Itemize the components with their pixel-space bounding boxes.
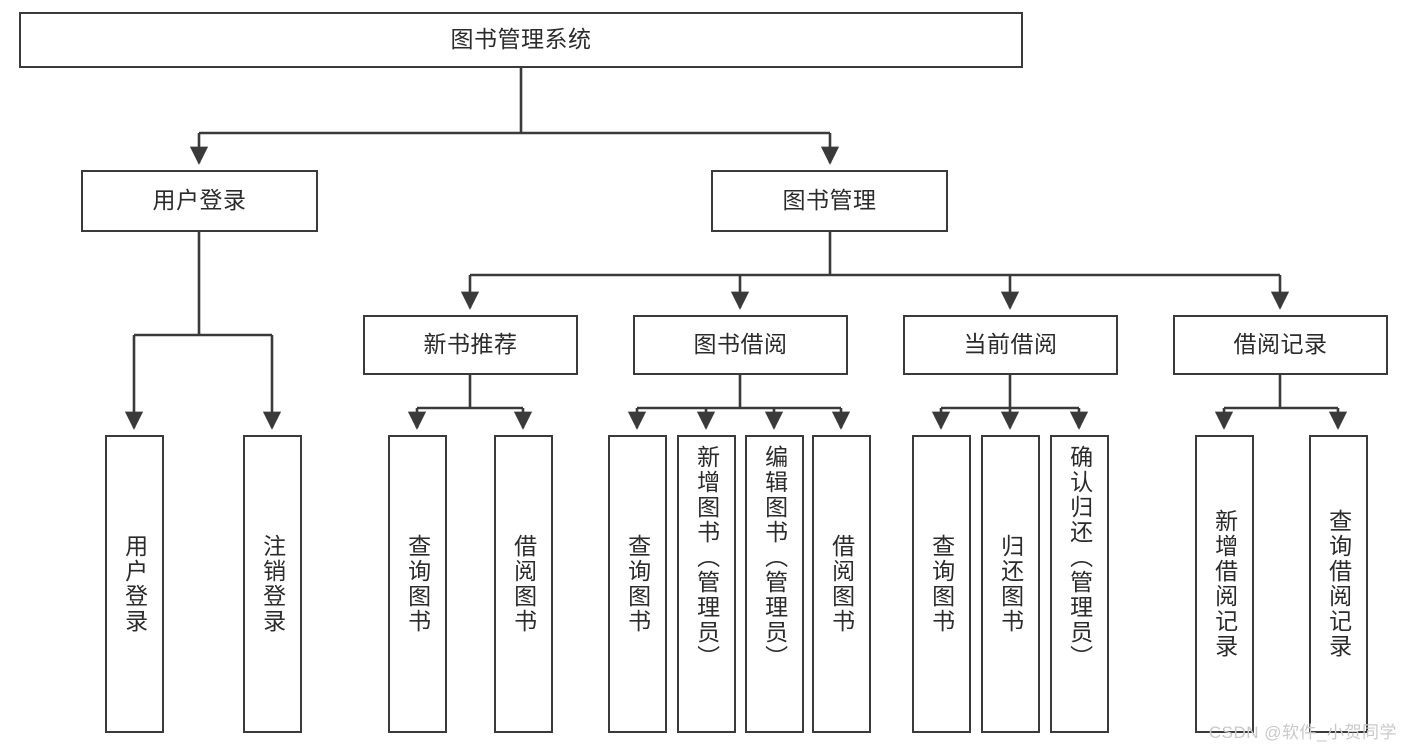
node-leaf-query-book-3-label: 查询图书 (928, 534, 955, 634)
node-leaf-edit-book[interactable]: 编辑图书（管理员） (745, 435, 804, 733)
node-user-login[interactable]: 用户登录 (81, 170, 318, 232)
node-leaf-query-record[interactable]: 查询借阅记录 (1309, 435, 1368, 733)
node-leaf-return-book[interactable]: 归还图书 (981, 435, 1040, 733)
node-leaf-borrow-book-2-label: 借阅图书 (828, 534, 855, 634)
node-leaf-add-record-label: 新增借阅记录 (1211, 509, 1238, 659)
node-leaf-user-login[interactable]: 用户登录 (105, 435, 164, 733)
node-leaf-query-book-1[interactable]: 查询图书 (388, 435, 447, 733)
node-leaf-query-record-label: 查询借阅记录 (1325, 509, 1352, 659)
node-borrow-record[interactable]: 借阅记录 (1173, 315, 1388, 375)
node-leaf-user-login-label: 用户登录 (121, 534, 148, 634)
node-book-management-label: 图书管理 (782, 187, 877, 214)
node-leaf-user-logout-label: 注销登录 (259, 534, 286, 634)
node-user-login-label: 用户登录 (152, 187, 247, 214)
node-book-management[interactable]: 图书管理 (711, 170, 948, 232)
node-borrow-record-label: 借阅记录 (1233, 331, 1328, 358)
node-leaf-confirm-return[interactable]: 确认归还（管理员） (1050, 435, 1109, 733)
node-leaf-edit-book-label: 编辑图书（管理员） (761, 445, 788, 670)
node-new-book-recommend-label: 新书推荐 (423, 331, 518, 358)
node-leaf-query-book-1-label: 查询图书 (404, 534, 431, 634)
node-leaf-borrow-book-2[interactable]: 借阅图书 (812, 435, 871, 733)
node-leaf-confirm-return-label: 确认归还（管理员） (1066, 445, 1093, 670)
node-leaf-query-book-2[interactable]: 查询图书 (608, 435, 667, 733)
node-current-borrow[interactable]: 当前借阅 (903, 315, 1118, 375)
node-leaf-add-book-label: 新增图书（管理员） (693, 445, 720, 670)
node-new-book-recommend[interactable]: 新书推荐 (363, 315, 578, 375)
node-leaf-borrow-book-1-label: 借阅图书 (510, 534, 537, 634)
node-leaf-borrow-book-1[interactable]: 借阅图书 (494, 435, 553, 733)
node-leaf-add-book[interactable]: 新增图书（管理员） (677, 435, 736, 733)
node-leaf-return-book-label: 归还图书 (997, 534, 1024, 634)
node-leaf-query-book-3[interactable]: 查询图书 (912, 435, 971, 733)
node-root-label: 图书管理系统 (450, 26, 592, 53)
node-leaf-add-record[interactable]: 新增借阅记录 (1195, 435, 1254, 733)
node-book-borrow-label: 图书借阅 (693, 331, 788, 358)
node-book-borrow[interactable]: 图书借阅 (633, 315, 848, 375)
node-current-borrow-label: 当前借阅 (963, 331, 1058, 358)
node-leaf-user-logout[interactable]: 注销登录 (243, 435, 302, 733)
node-leaf-query-book-2-label: 查询图书 (624, 534, 651, 634)
node-root[interactable]: 图书管理系统 (19, 12, 1023, 68)
